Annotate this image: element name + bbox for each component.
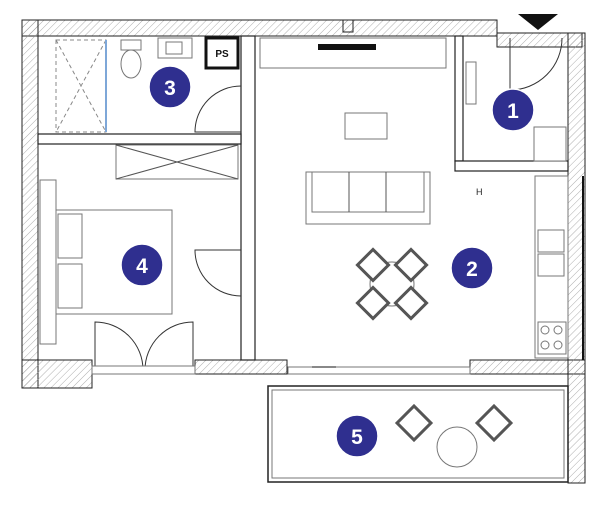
room-number-3: 3: [164, 77, 176, 100]
room-badge-3: 3: [148, 65, 192, 109]
room-badge-1: 1: [491, 88, 535, 132]
ps-label: PS: [215, 49, 229, 60]
balcony: [267, 385, 569, 483]
north-arrow-icon: [342, 14, 558, 33]
room-badge-4: 4: [120, 243, 164, 287]
bathroom: PS: [55, 36, 242, 133]
room-number-2: 2: [466, 258, 478, 281]
room-number-4: 4: [136, 255, 148, 278]
room-number-1: 1: [507, 100, 519, 123]
living-room: H: [259, 37, 584, 375]
entrance: [465, 37, 567, 162]
h-label: H: [476, 187, 483, 197]
room-badge-2: 2: [450, 246, 494, 290]
room-badge-5: 5: [335, 414, 379, 458]
room-number-5: 5: [351, 426, 363, 449]
